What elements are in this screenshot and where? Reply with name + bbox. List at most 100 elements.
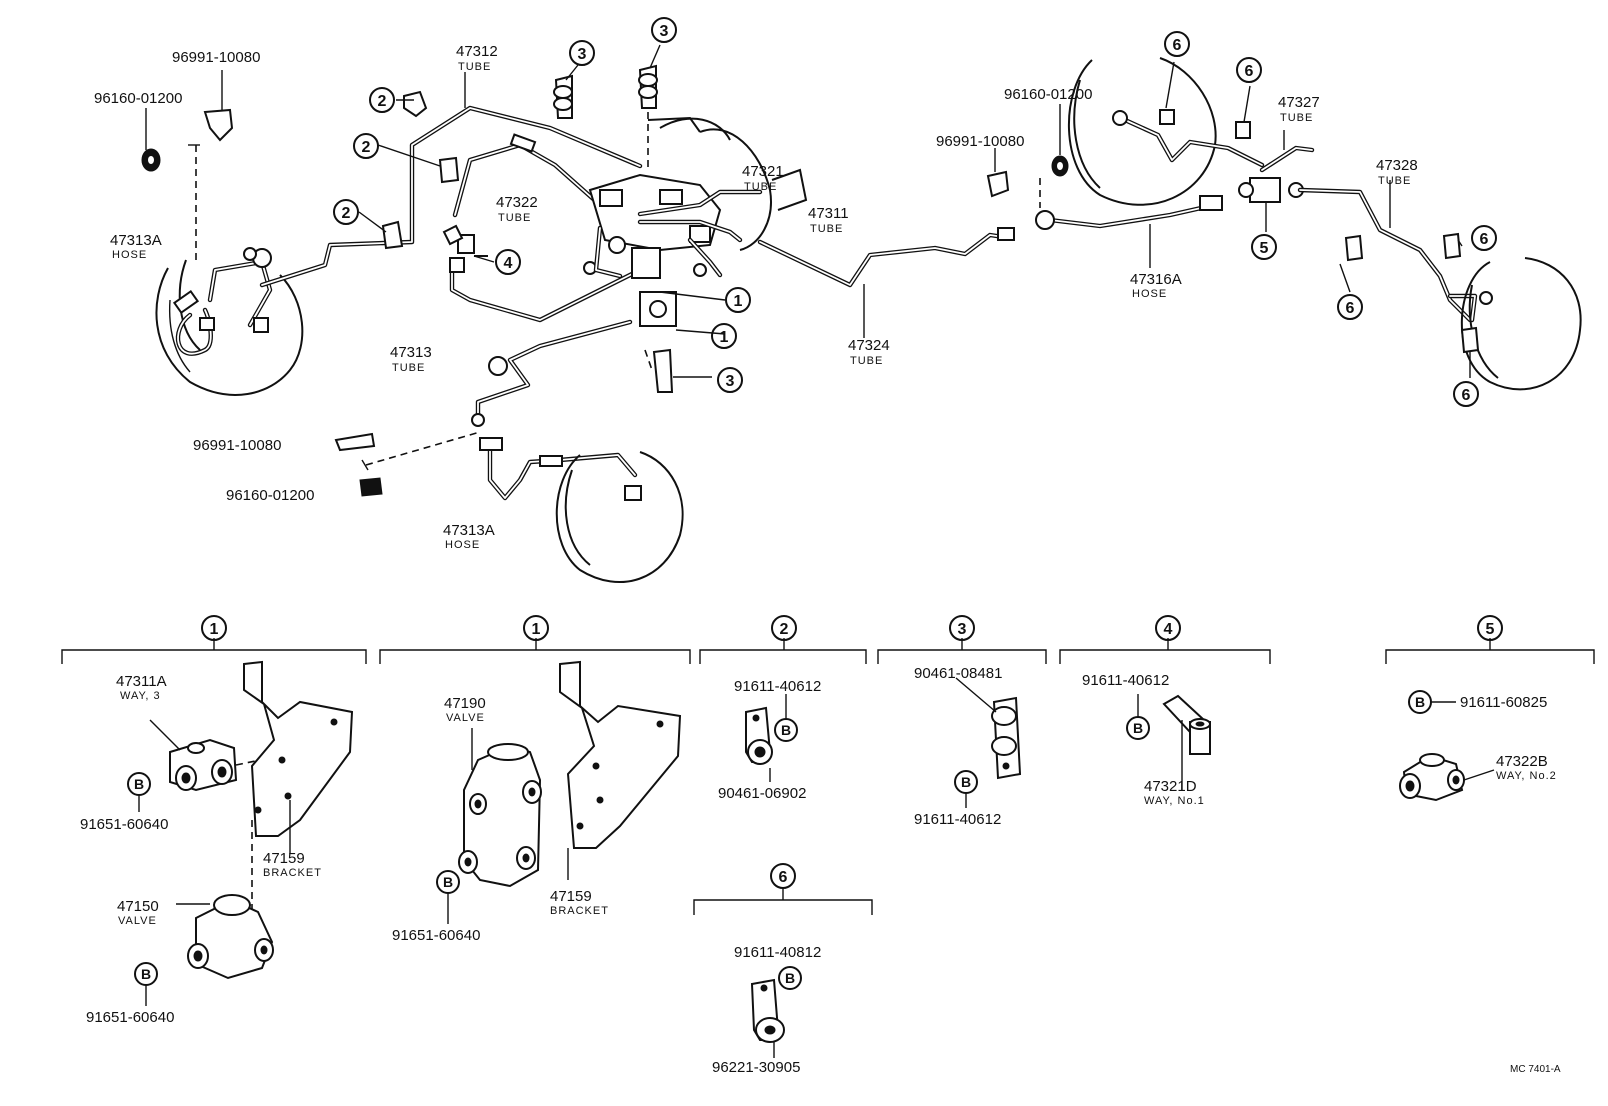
detail-5-91611: 91611-60825 — [1460, 694, 1547, 711]
detail-6-91611: 91611-40812 — [734, 944, 821, 961]
detail-1a-way3: WAY, 3 — [120, 690, 161, 702]
callout-3-c-text: 3 — [726, 373, 735, 390]
detail-1b-bracket — [559, 660, 682, 880]
tube-47321 — [593, 189, 763, 279]
detail-callout-3-text: 3 — [958, 621, 967, 638]
callout-2-b: 2 — [353, 133, 379, 159]
label-47324-tube: TUBE — [850, 355, 883, 367]
detail-1a-bracket-text: BRACKET — [263, 867, 322, 879]
detail-4-way1: WAY, No.1 — [1144, 795, 1205, 807]
tube-47328 — [1297, 180, 1493, 323]
detail-1b-91651: 91651-60640 — [392, 927, 480, 944]
detail-1b-valve-text: VALVE — [446, 712, 485, 724]
callout-6-a: 6 — [1164, 31, 1190, 57]
callout-6-c-text: 6 — [1480, 231, 1489, 248]
label-47322-tube: TUBE — [498, 212, 531, 224]
callout-5: 5 — [1251, 234, 1277, 260]
drawing-code: MC 7401-A — [1510, 1064, 1561, 1075]
detail-1b-b-text: B — [443, 874, 453, 890]
detail-callout-6: 6 — [770, 863, 796, 889]
detail-2-90461: 90461-06902 — [718, 785, 806, 802]
detail-1b-valve — [458, 728, 542, 888]
callout-6-d: 6 — [1337, 294, 1363, 320]
label-47321-tube: TUBE — [744, 181, 777, 193]
label-47321: 47321 — [742, 163, 784, 180]
label-hose-left: HOSE — [112, 249, 147, 261]
label-47313: 47313 — [390, 344, 432, 361]
callout-3-b: 3 — [651, 17, 677, 43]
detail-1a-91651-b: 91651-60640 — [86, 1009, 174, 1026]
callout-2-c-text: 2 — [342, 205, 351, 222]
detail-5-47322b: 47322B — [1496, 753, 1548, 770]
detail-callout-3: 3 — [949, 615, 975, 641]
clip-96160-tl — [141, 148, 161, 172]
callout-2-a: 2 — [369, 87, 395, 113]
callout-2-b-text: 2 — [362, 139, 371, 156]
label-47313a-bottom: 47313A — [443, 522, 495, 539]
detail-callout-4-text: 4 — [1164, 621, 1173, 638]
detail-4-b-text: B — [1133, 720, 1143, 736]
detail-callout-5-text: 5 — [1486, 621, 1495, 638]
callout-6-b-text: 6 — [1245, 63, 1254, 80]
detail-callout-2-text: 2 — [780, 621, 789, 638]
label-47316a-hose: HOSE — [1132, 288, 1167, 300]
detail-1b-47190: 47190 — [444, 695, 486, 712]
label-47312-tube: TUBE — [458, 61, 491, 73]
detail-callout-4: 4 — [1155, 615, 1181, 641]
callout-leaders — [358, 44, 1471, 378]
detail-6-b-bolt: B — [778, 966, 802, 990]
callout-1-b-text: 1 — [720, 329, 729, 346]
clip-3-c — [652, 348, 674, 393]
clip-3-a — [553, 74, 573, 119]
callout-4-text: 4 — [504, 255, 513, 272]
detail-5-way-union — [1399, 753, 1495, 802]
detail-callout-2: 2 — [771, 615, 797, 641]
detail-callout-1-b-text: 1 — [532, 621, 541, 638]
clip-2-c — [381, 220, 404, 250]
clip-96160-ml — [359, 477, 383, 497]
label-96160-tr: 96160-01200 — [1004, 86, 1092, 103]
detail-1a-b-bolt-b: B — [134, 962, 158, 986]
detail-3-b-bolt: B — [954, 770, 978, 794]
clip-96991-ml — [334, 432, 376, 452]
valve-proportioning — [631, 247, 726, 335]
rear-drum-right-top — [1068, 57, 1217, 206]
detail-callout-1-a-text: 1 — [210, 621, 219, 638]
label-47322: 47322 — [496, 194, 538, 211]
callout-5-text: 5 — [1260, 240, 1269, 257]
label-96160-tl: 96160-01200 — [94, 90, 182, 107]
label-47311-tube: TUBE — [810, 223, 843, 235]
detail-6-96221: 96221-30905 — [712, 1059, 800, 1076]
label-47311: 47311 — [808, 205, 849, 222]
detail-3-b-text: B — [961, 774, 971, 790]
callout-2-a-text: 2 — [378, 93, 387, 110]
rear-drum-right — [1460, 257, 1582, 391]
dash-leader-3c — [644, 349, 653, 371]
detail-4-b-bolt: B — [1126, 716, 1150, 740]
label-47313-tube: TUBE — [392, 362, 425, 374]
detail-5-way2: WAY, No.2 — [1496, 770, 1557, 782]
callout-1-a-text: 1 — [734, 293, 743, 310]
callout-6-c: 6 — [1471, 225, 1497, 251]
detail-6-clip — [750, 978, 785, 1058]
detail-1a-b-a-text: B — [134, 776, 144, 792]
tube-47327 — [1112, 109, 1315, 173]
detail-1b-47159: 47159 — [550, 888, 592, 905]
clip-4-union — [442, 224, 488, 273]
hose-47316a — [1035, 195, 1223, 268]
rear-drum-bottom — [555, 451, 684, 584]
label-96991-tr: 96991-10080 — [936, 133, 1024, 150]
clips-6-right — [1344, 232, 1480, 354]
detail-1a-91651-a: 91651-60640 — [80, 816, 168, 833]
clip-96160-tr — [1051, 104, 1069, 177]
detail-4-91611: 91611-40612 — [1082, 672, 1169, 689]
clip-96991-tl — [203, 70, 234, 142]
detail-1a-b-bolt-a: B — [127, 772, 151, 796]
label-96991-ml: 96991-10080 — [193, 437, 281, 454]
label-47327: 47327 — [1278, 94, 1320, 111]
detail-1a-47159: 47159 — [263, 850, 305, 867]
dash-leader-ml — [365, 431, 481, 466]
callout-3-a-text: 3 — [578, 46, 587, 63]
callout-3-b-text: 3 — [660, 23, 669, 40]
